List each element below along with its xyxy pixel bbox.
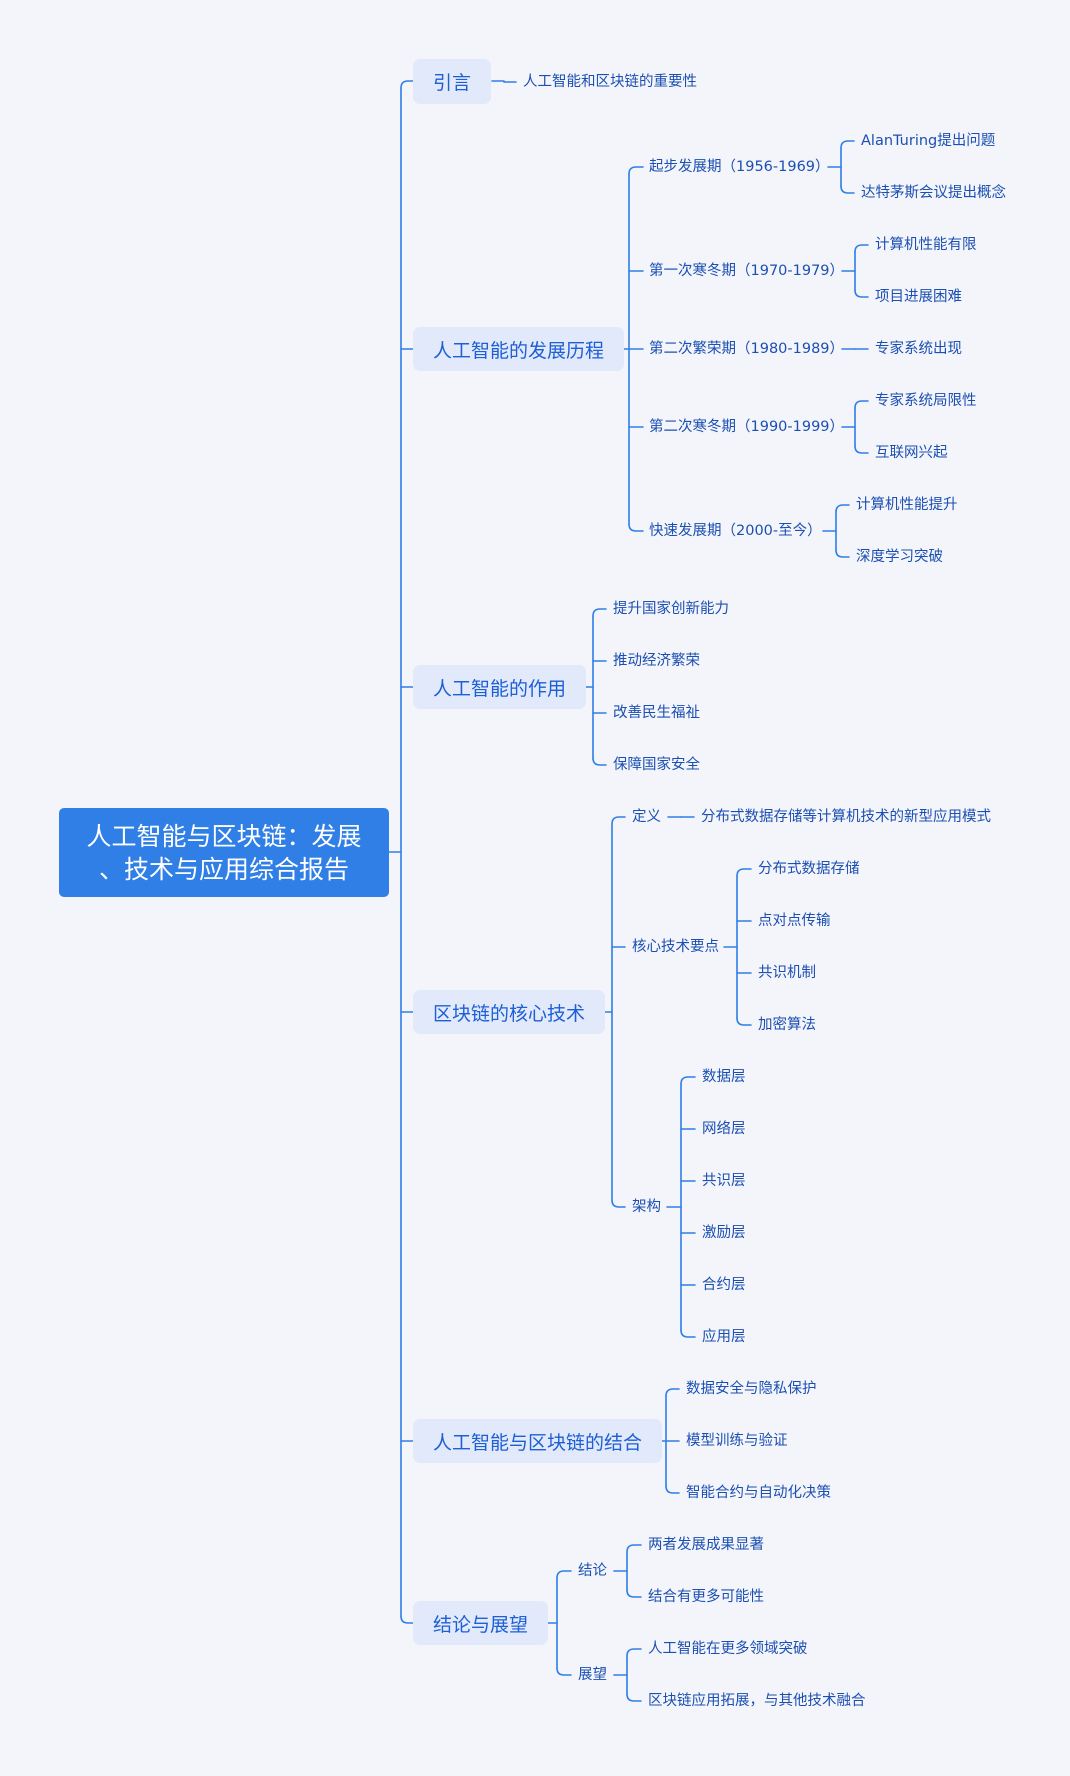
history-period-5[interactable]: 快速发展期（2000-至今） <box>649 523 822 539</box>
role-connector-branch-1 <box>592 608 607 617</box>
history-connector-branch-5 <box>628 523 644 532</box>
period4-connector-branch-1 <box>854 400 869 409</box>
history-period-2-item-1[interactable]: 计算机性能有限 <box>875 237 977 253</box>
blockchain-arch-label[interactable]: 架构 <box>632 1199 661 1215</box>
blockchain-core-item-4[interactable]: 加密算法 <box>758 1017 816 1033</box>
history-period-4[interactable]: 第二次寒冬期（1990-1999） <box>649 419 845 435</box>
outlook-prospect-item-2[interactable]: 区块链应用拓展，与其他技术融合 <box>648 1693 866 1709</box>
blockchain-core-item-1[interactable]: 分布式数据存储 <box>758 861 860 877</box>
root-node[interactable]: 人工智能与区块链：发展 、技术与应用综合报告 <box>59 808 389 897</box>
root-title-line-1: 人工智能与区块链：发展 <box>86 821 362 851</box>
blockchain-arch-item-1[interactable]: 数据层 <box>702 1069 746 1085</box>
branch-ai-role[interactable]: 人工智能的作用 <box>413 665 587 709</box>
branch-blockchain-tech[interactable]: 区块链的核心技术 <box>413 990 606 1034</box>
conclusion-connector-branch-2 <box>626 1589 642 1598</box>
branch-conclusion-outlook[interactable]: 结论与展望 <box>413 1601 549 1645</box>
conclusion-connector-branch-1 <box>626 1544 642 1553</box>
combo-connector-branch-1 <box>665 1388 680 1397</box>
blockchain-arch-item-2[interactable]: 网络层 <box>702 1121 746 1137</box>
period4-connector-branch-2 <box>854 445 869 454</box>
role-item-2[interactable]: 推动经济繁荣 <box>613 653 700 669</box>
history-period-3-item-1[interactable]: 专家系统出现 <box>875 341 962 357</box>
root-title-line-2: 、技术与应用综合报告 <box>98 854 349 884</box>
history-period-4-item-1[interactable]: 专家系统局限性 <box>875 393 977 409</box>
blockchain-definition-label[interactable]: 定义 <box>632 809 661 825</box>
prospect-connector-branch-2 <box>626 1693 642 1702</box>
outlook-connector-branch-2 <box>556 1667 572 1676</box>
blockchain-arch-item-3[interactable]: 共识层 <box>702 1173 746 1189</box>
period2-connector-branch-1 <box>854 244 869 253</box>
history-period-1-item-2[interactable]: 达特茅斯会议提出概念 <box>861 185 1006 201</box>
root-connector-branch-6 <box>400 1615 414 1624</box>
blockchain-core-label[interactable]: 核心技术要点 <box>632 939 719 955</box>
history-period-2-item-2[interactable]: 项目进展困难 <box>875 289 962 305</box>
history-period-4-item-2[interactable]: 互联网兴起 <box>875 445 948 461</box>
branch-intro[interactable]: 引言 <box>413 59 492 104</box>
prospect-connector-branch-1 <box>626 1648 642 1657</box>
period1-connector-branch-1 <box>840 140 855 149</box>
blockchain-connector-branch-3 <box>611 1199 626 1208</box>
outlook-connector-branch-1 <box>556 1570 572 1579</box>
core-connector-branch-1 <box>736 868 752 877</box>
outlook-conclusion-item-1[interactable]: 两者发展成果显著 <box>648 1537 764 1553</box>
history-period-2[interactable]: 第一次寒冬期（1970-1979） <box>649 263 845 279</box>
history-connector-branch-1 <box>628 166 644 175</box>
branch-ai-history[interactable]: 人工智能的发展历程 <box>413 327 625 371</box>
period5-connector-branch-2 <box>835 549 850 558</box>
role-item-4[interactable]: 保障国家安全 <box>613 757 700 773</box>
blockchain-core-item-2[interactable]: 点对点传输 <box>758 913 831 929</box>
period2-connector-branch-2 <box>854 289 869 298</box>
history-period-1[interactable]: 起步发展期（1956-1969） <box>649 159 830 175</box>
role-item-1[interactable]: 提升国家创新能力 <box>613 601 729 617</box>
blockchain-arch-item-4[interactable]: 激励层 <box>702 1225 746 1241</box>
intro-item[interactable]: 人工智能和区块链的重要性 <box>523 74 697 90</box>
blockchain-arch-item-5[interactable]: 合约层 <box>702 1277 746 1293</box>
history-period-1-item-1[interactable]: AlanTuring提出问题 <box>861 133 996 149</box>
outlook-conclusion-item-2[interactable]: 结合有更多可能性 <box>648 1589 764 1605</box>
period5-connector-branch-1 <box>835 504 850 513</box>
blockchain-definition-text[interactable]: 分布式数据存储等计算机技术的新型应用模式 <box>701 809 991 825</box>
blockchain-arch-item-6[interactable]: 应用层 <box>702 1329 746 1345</box>
outlook-prospect-label[interactable]: 展望 <box>578 1667 607 1683</box>
combo-item-1[interactable]: 数据安全与隐私保护 <box>686 1381 817 1397</box>
period1-connector-branch-2 <box>840 185 855 194</box>
history-period-3[interactable]: 第二次繁荣期（1980-1989） <box>649 341 845 357</box>
history-period-5-item-2[interactable]: 深度学习突破 <box>856 549 943 565</box>
root-connector-branch-1 <box>400 80 414 89</box>
history-period-5-item-1[interactable]: 计算机性能提升 <box>856 497 958 513</box>
outlook-conclusion-label[interactable]: 结论 <box>578 1563 607 1579</box>
combo-item-2[interactable]: 模型训练与验证 <box>686 1433 788 1449</box>
blockchain-connector-branch-1 <box>611 816 626 825</box>
branch-ai-blockchain-combo[interactable]: 人工智能与区块链的结合 <box>413 1419 663 1463</box>
blockchain-core-item-3[interactable]: 共识机制 <box>758 965 816 981</box>
arch-connector-branch-1 <box>680 1076 696 1085</box>
combo-connector-branch-3 <box>665 1485 680 1494</box>
role-item-3[interactable]: 改善民生福祉 <box>613 705 700 721</box>
core-connector-branch-4 <box>736 1017 752 1026</box>
arch-connector-branch-6 <box>680 1329 696 1338</box>
combo-item-3[interactable]: 智能合约与自动化决策 <box>686 1485 831 1501</box>
role-connector-branch-4 <box>592 757 607 766</box>
outlook-prospect-item-1[interactable]: 人工智能在更多领域突破 <box>648 1641 808 1657</box>
